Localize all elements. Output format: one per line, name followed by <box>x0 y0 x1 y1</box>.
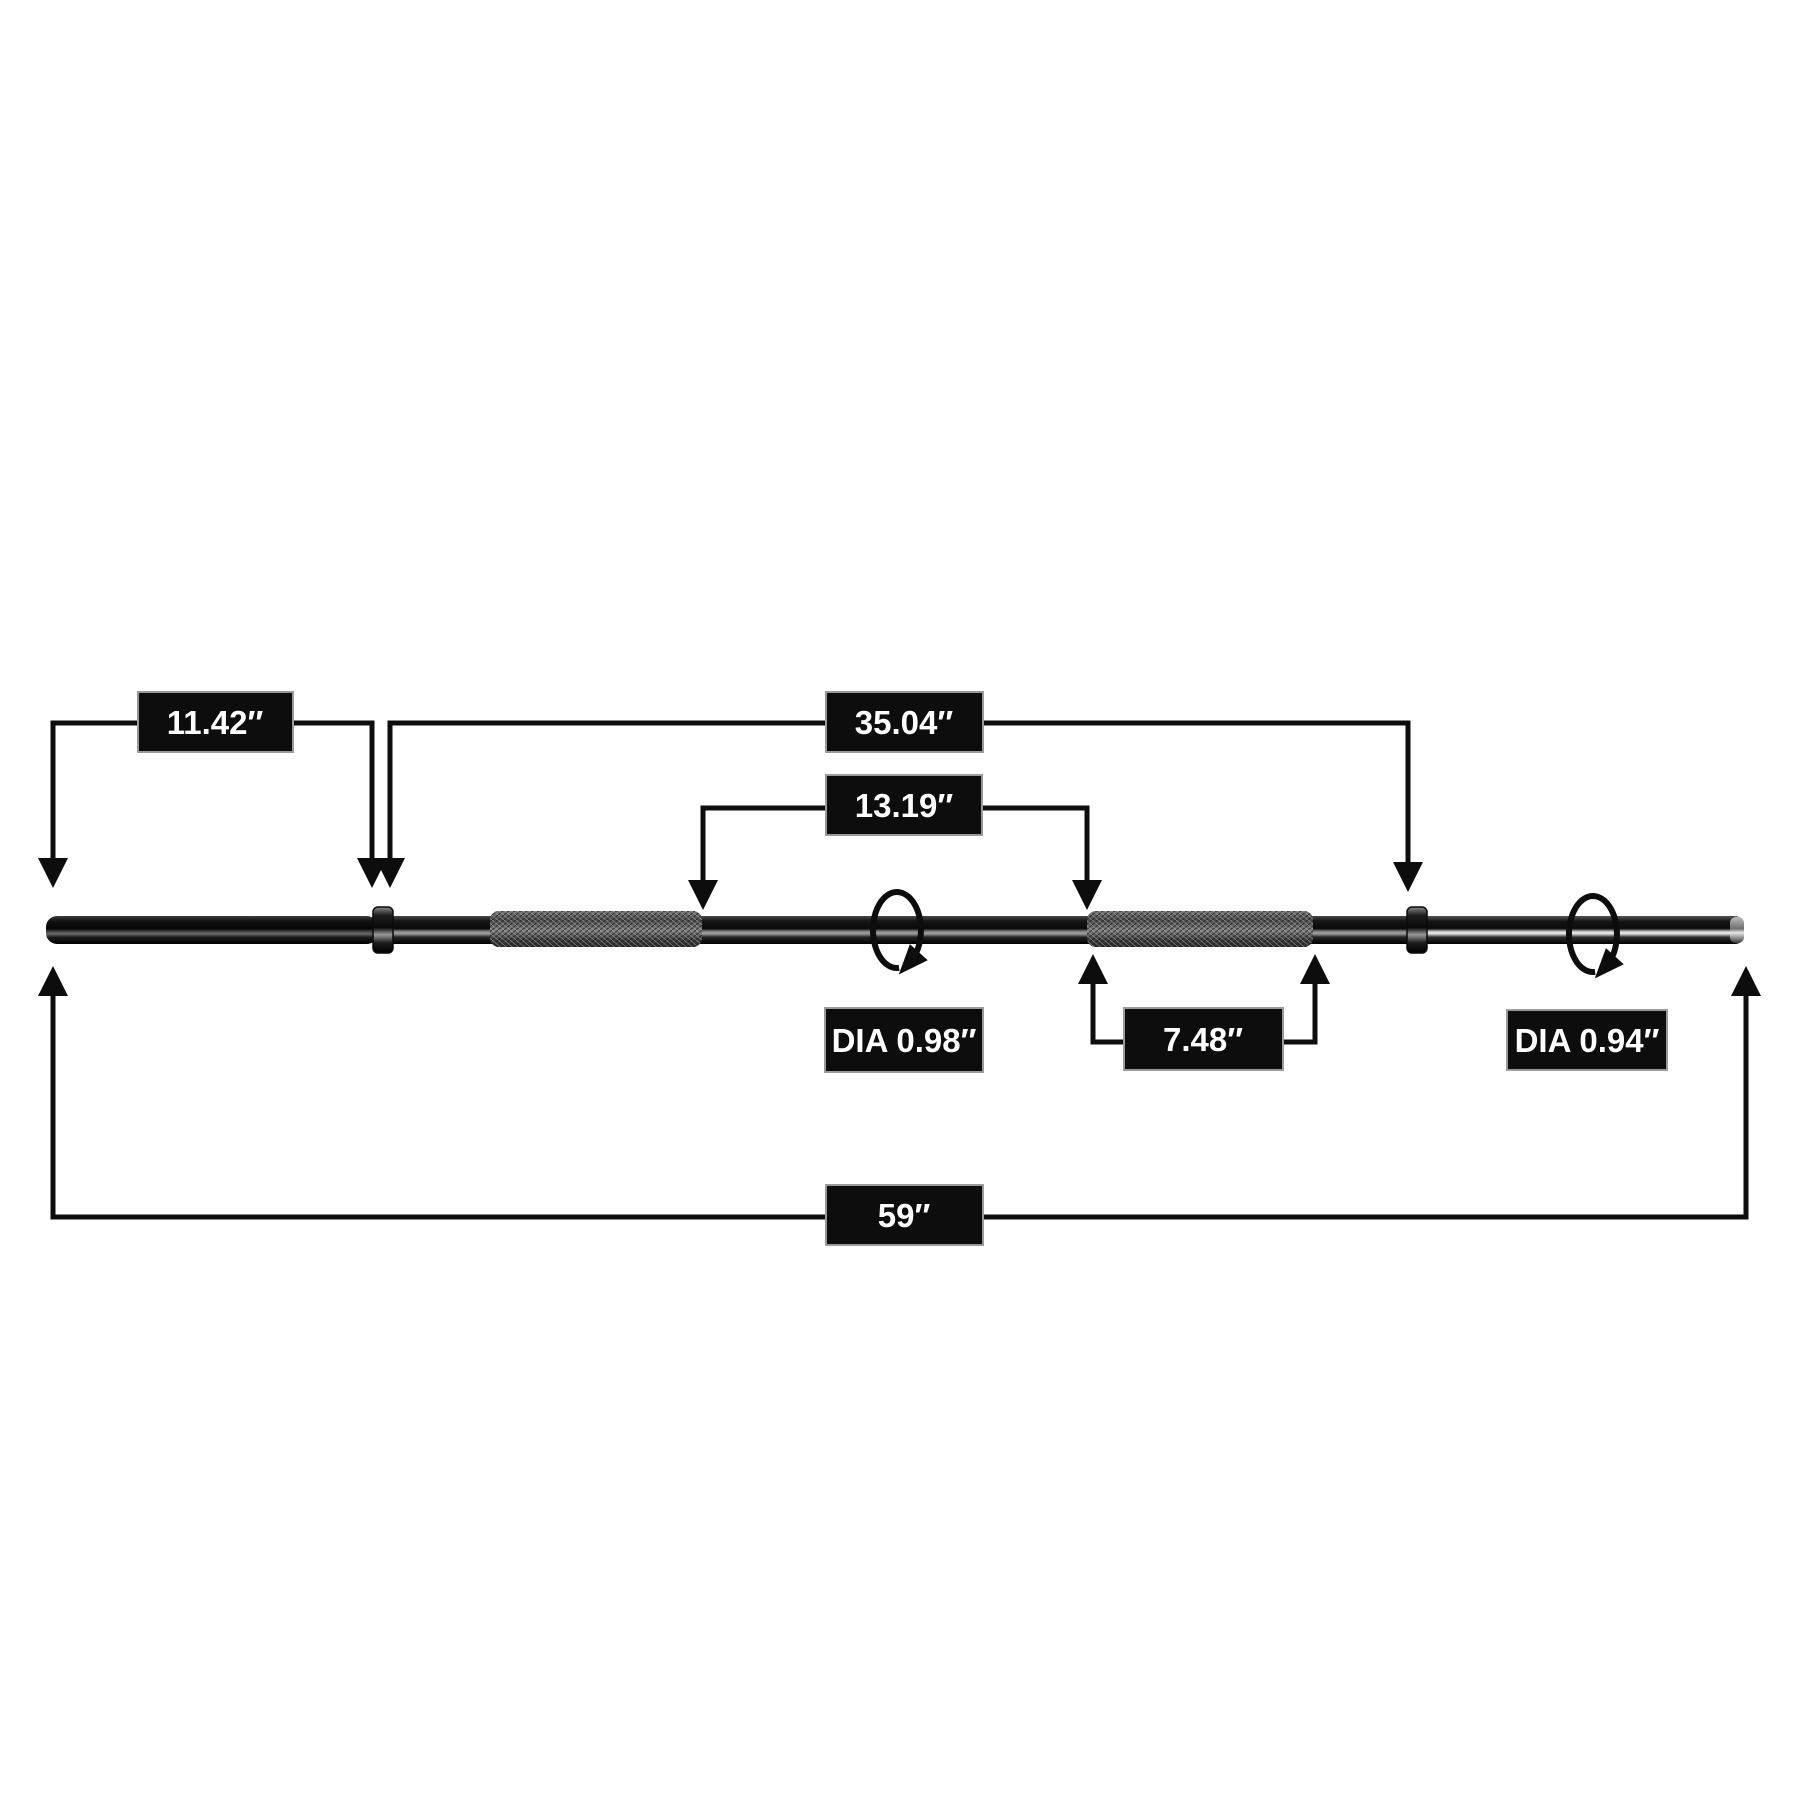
dimension-label-13-19: 13.19″ <box>855 787 954 824</box>
dimension-label-35-04: 35.04″ <box>855 704 954 741</box>
bar-left-collar <box>372 906 394 954</box>
dimension-label-59: 59″ <box>878 1197 931 1234</box>
arrow-down-icon <box>38 858 68 888</box>
rotation-arrowhead-icon <box>1594 948 1624 979</box>
dimension-center-grip-length: 7.48″ <box>1078 954 1330 1071</box>
arrow-up-icon <box>1078 954 1108 984</box>
bar-right-endcap <box>1730 917 1744 943</box>
label-box-11-42 <box>137 691 294 753</box>
dimension-overall-length: 59″ <box>38 966 1761 1246</box>
rotation-arrowhead-icon <box>898 944 928 975</box>
bar-left-knurl <box>490 911 702 947</box>
arrow-down-icon <box>1393 862 1423 892</box>
label-box-13-19 <box>825 774 983 836</box>
rotation-arrow-icon <box>1565 893 1620 976</box>
label-box-7-48 <box>1123 1007 1284 1071</box>
dimension-label-7-48: 7.48″ <box>1163 1021 1243 1058</box>
label-box-dia-0-98 <box>824 1007 984 1073</box>
dimension-between-grips-length: 13.19″ <box>688 774 1102 910</box>
label-box-dia-0-94 <box>1506 1009 1668 1071</box>
dimension-label-dia-0-98: DIA 0.98″ <box>832 1022 977 1059</box>
bar-left-sleeve <box>46 916 378 944</box>
bar-center-knurl <box>1087 911 1313 947</box>
arrow-up-icon <box>38 966 68 996</box>
label-box-35-04 <box>825 691 984 753</box>
barbell-bar <box>46 906 1744 954</box>
bar-right-collar <box>1406 906 1428 954</box>
rotation-arrow-icon <box>869 889 924 972</box>
diameter-shaft-callout: DIA 0.98″ <box>824 889 984 1073</box>
arrow-up-icon <box>1731 966 1761 996</box>
arrow-down-icon <box>688 880 718 910</box>
arrow-up-icon <box>1300 954 1330 984</box>
arrow-down-icon <box>375 858 405 888</box>
arrow-down-icon <box>1072 880 1102 910</box>
diameter-sleeve-callout: DIA 0.94″ <box>1506 893 1668 1071</box>
dimension-inner-shaft-length: 35.04″ <box>375 691 1423 892</box>
dimension-label-dia-0-94: DIA 0.94″ <box>1515 1022 1660 1059</box>
label-box-59 <box>825 1184 984 1246</box>
bar-right-sleeve <box>1420 916 1744 944</box>
dimension-label-11-42: 11.42″ <box>167 704 264 741</box>
dimension-left-sleeve-length: 11.42″ <box>38 691 387 888</box>
